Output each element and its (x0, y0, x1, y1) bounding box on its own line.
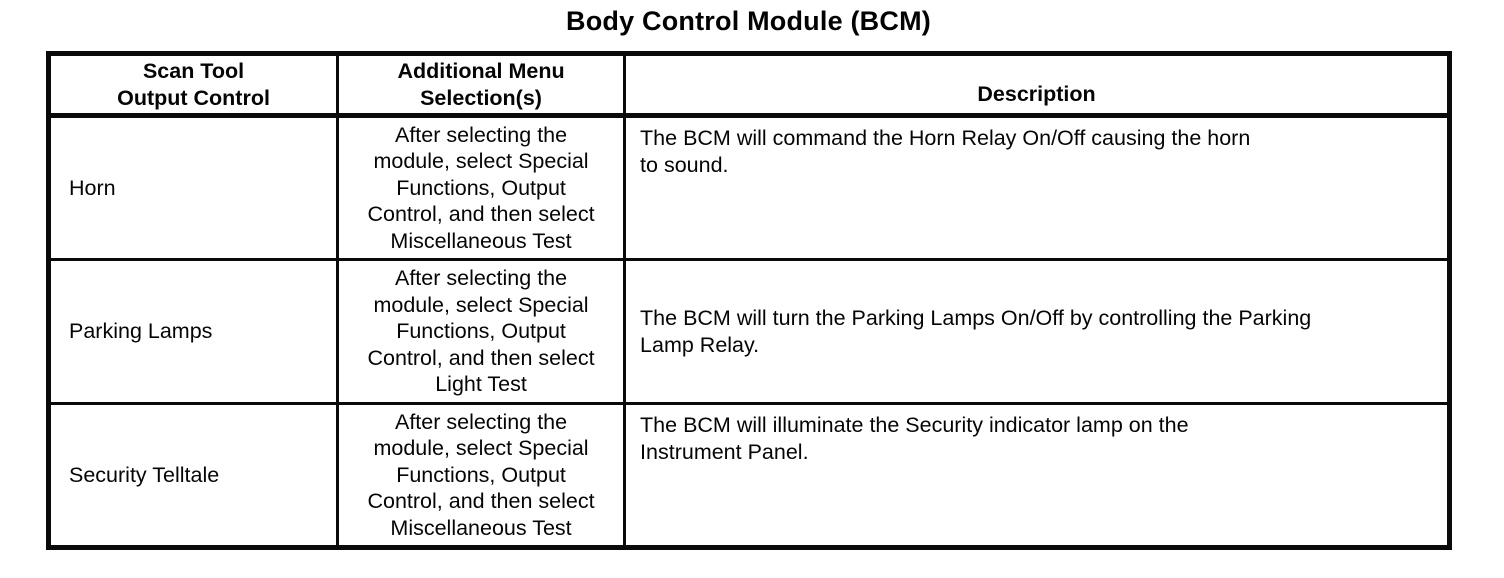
cell-menu-selection: After selecting the module, select Speci… (336, 258, 627, 405)
table-row-horn: Horn After selecting the module, select … (46, 114, 1451, 261)
column-header-scan-tool-output-control: Scan Tool Output Control (46, 52, 340, 118)
page-title: Body Control Module (BCM) (566, 6, 931, 36)
cell-output-control: Horn (46, 114, 340, 261)
column-header-additional-menu-selections: Additional Menu Selection(s) (336, 52, 627, 118)
header-row: Scan Tool Output Control Additional Menu… (46, 52, 1451, 118)
table-row-parking-lamps: Parking Lamps After selecting the module… (46, 258, 1451, 405)
cell-description: The BCM will turn the Parking Lamps On/O… (623, 258, 1451, 405)
cell-menu-selection: After selecting the module, select Speci… (336, 402, 627, 549)
cell-description: The BCM will command the Horn Relay On/O… (623, 114, 1451, 261)
cell-output-control: Security Telltale (46, 402, 340, 549)
column-header-description: Description (623, 52, 1451, 118)
table-row-security-telltale: Security Telltale After selecting the mo… (46, 402, 1451, 549)
cell-menu-selection: After selecting the module, select Speci… (336, 114, 627, 261)
bcm-output-control-table: Scan Tool Output Control Additional Menu… (46, 51, 1452, 550)
cell-output-control: Parking Lamps (46, 258, 340, 405)
cell-description: The BCM will illuminate the Security ind… (623, 402, 1451, 549)
